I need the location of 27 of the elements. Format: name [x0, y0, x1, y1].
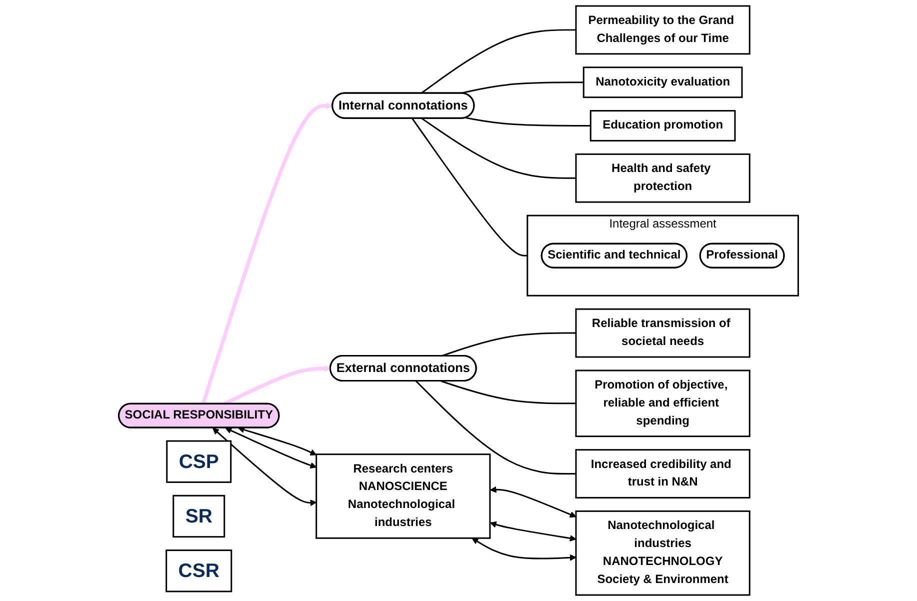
connector — [466, 117, 591, 126]
node-box: Research centers NANOSCIENCE Nanotechnological industries — [316, 454, 491, 539]
node-box: Nanotechnological industries NANOTECHNOLOGY Society & Environment — [575, 510, 750, 596]
node-box: SR — [172, 494, 226, 538]
connector — [420, 29, 576, 94]
arrow — [238, 426, 317, 456]
connector — [440, 332, 576, 357]
node-box: Permeability to the Grand Challenges of our Time — [575, 5, 750, 55]
node-box: Increased credibility and trust in N&N — [575, 449, 750, 498]
arrow — [201, 102, 334, 405]
arrow — [490, 486, 576, 518]
arrow — [472, 538, 576, 561]
node-box: Nanotoxicity evaluation — [582, 66, 743, 98]
node-box: Promotion of objective, reliable and efficient spending — [575, 370, 750, 438]
node-box: CSR — [166, 550, 232, 592]
node-box: CSP — [166, 440, 232, 483]
connector — [416, 380, 576, 475]
node-box: Health and safety protection — [575, 153, 750, 203]
connector — [421, 118, 576, 179]
connector — [440, 380, 576, 404]
node-box: Education promotion — [590, 110, 736, 142]
connector — [411, 118, 528, 256]
arrow — [212, 428, 317, 506]
arrow — [225, 428, 317, 469]
connector — [460, 82, 584, 94]
arrow — [490, 521, 576, 542]
node-box: Reliable transmission of societal needs — [575, 308, 750, 358]
